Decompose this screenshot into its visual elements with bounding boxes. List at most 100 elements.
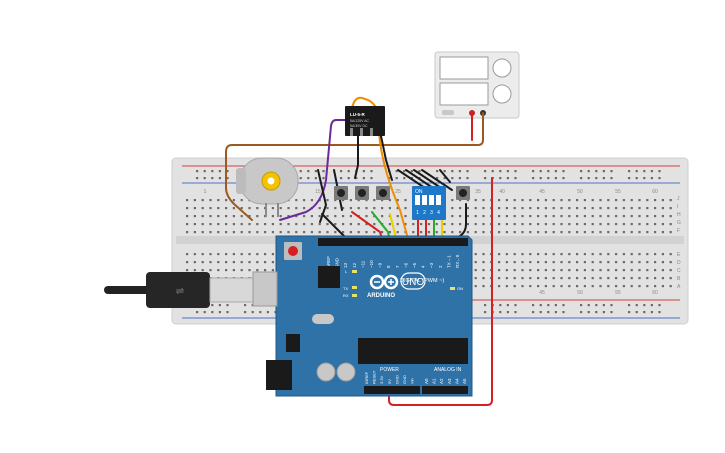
breadboard-hole[interactable] — [646, 269, 649, 272]
breadboard-hole[interactable] — [310, 231, 313, 234]
breadboard-hole[interactable] — [459, 231, 462, 234]
breadboard-hole[interactable] — [654, 285, 657, 288]
breadboard-hole[interactable] — [209, 215, 212, 218]
breadboard-hole[interactable] — [591, 285, 594, 288]
breadboard-hole[interactable] — [412, 231, 415, 234]
breadboard-hole[interactable] — [630, 215, 633, 218]
breadboard-hole[interactable] — [396, 207, 399, 210]
breadboard-hole[interactable] — [622, 199, 625, 202]
breadboard-hole[interactable] — [357, 231, 360, 234]
breadboard-hole[interactable] — [628, 177, 631, 180]
breadboard-hole[interactable] — [650, 177, 653, 180]
breadboard-hole[interactable] — [661, 231, 664, 234]
breadboard-hole[interactable] — [615, 223, 618, 226]
breadboard-hole[interactable] — [514, 311, 517, 314]
breadboard-hole[interactable] — [661, 253, 664, 256]
breadboard-hole[interactable] — [537, 285, 540, 288]
breadboard-hole[interactable] — [248, 223, 251, 226]
breadboard-hole[interactable] — [568, 223, 571, 226]
breadboard-hole[interactable] — [388, 223, 391, 226]
breadboard-hole[interactable] — [186, 207, 189, 210]
breadboard-hole[interactable] — [646, 285, 649, 288]
breadboard-hole[interactable] — [591, 253, 594, 256]
breadboard-hole[interactable] — [451, 215, 454, 218]
breadboard-hole[interactable] — [591, 199, 594, 202]
breadboard-hole[interactable] — [537, 261, 540, 264]
breadboard-hole[interactable] — [201, 199, 204, 202]
breadboard-hole[interactable] — [474, 253, 477, 256]
breadboard-hole[interactable] — [615, 207, 618, 210]
purple-wire[interactable] — [279, 119, 346, 221]
breadboard-hole[interactable] — [240, 215, 243, 218]
breadboard-hole[interactable] — [211, 311, 214, 314]
breadboard-hole[interactable] — [484, 170, 487, 173]
breadboard-hole[interactable] — [482, 223, 485, 226]
breadboard-hole[interactable] — [218, 311, 221, 314]
breadboard-hole[interactable] — [193, 223, 196, 226]
breadboard-hole[interactable] — [318, 207, 321, 210]
breadboard-hole[interactable] — [607, 223, 610, 226]
breadboard-hole[interactable] — [458, 177, 461, 180]
breadboard-hole[interactable] — [211, 177, 214, 180]
breadboard-hole[interactable] — [562, 311, 565, 314]
breadboard-hole[interactable] — [396, 231, 399, 234]
breadboard-hole[interactable] — [217, 253, 220, 256]
breadboard-hole[interactable] — [396, 199, 399, 202]
breadboard-hole[interactable] — [505, 215, 508, 218]
breadboard-hole[interactable] — [568, 261, 571, 264]
breadboard-hole[interactable] — [607, 215, 610, 218]
breadboard-hole[interactable] — [599, 207, 602, 210]
breadboard-hole[interactable] — [266, 311, 269, 314]
breadboard-hole[interactable] — [622, 223, 625, 226]
breadboard-hole[interactable] — [646, 231, 649, 234]
breadboard-hole[interactable] — [622, 207, 625, 210]
breadboard-hole[interactable] — [583, 261, 586, 264]
breadboard-hole[interactable] — [404, 199, 407, 202]
breadboard-hole[interactable] — [669, 253, 672, 256]
breadboard-hole[interactable] — [544, 261, 547, 264]
breadboard-hole[interactable] — [303, 215, 306, 218]
breadboard-hole[interactable] — [349, 223, 352, 226]
breadboard-hole[interactable] — [505, 277, 508, 280]
breadboard-hole[interactable] — [661, 207, 664, 210]
breadboard-hole[interactable] — [661, 199, 664, 202]
breadboard-hole[interactable] — [326, 199, 329, 202]
breadboard-hole[interactable] — [521, 223, 524, 226]
breadboard-hole[interactable] — [244, 311, 247, 314]
breadboard-hole[interactable] — [554, 311, 557, 314]
breadboard-hole[interactable] — [521, 231, 524, 234]
breadboard-hole[interactable] — [580, 170, 583, 173]
breadboard-hole[interactable] — [544, 223, 547, 226]
breadboard-hole[interactable] — [209, 269, 212, 272]
breadboard-hole[interactable] — [466, 199, 469, 202]
breadboard-hole[interactable] — [654, 215, 657, 218]
breadboard-hole[interactable] — [544, 285, 547, 288]
breadboard-hole[interactable] — [256, 253, 259, 256]
breadboard-hole[interactable] — [552, 199, 555, 202]
breadboard-hole[interactable] — [209, 199, 212, 202]
breadboard-hole[interactable] — [568, 207, 571, 210]
breadboard-hole[interactable] — [658, 311, 661, 314]
breadboard-hole[interactable] — [193, 207, 196, 210]
breadboard-hole[interactable] — [279, 223, 282, 226]
breadboard-hole[interactable] — [232, 207, 235, 210]
breadboard-hole[interactable] — [225, 269, 228, 272]
breadboard-hole[interactable] — [349, 207, 352, 210]
breadboard-hole[interactable] — [232, 215, 235, 218]
dip-switch[interactable]: ON 1 2 3 4 — [412, 186, 446, 220]
breadboard-hole[interactable] — [491, 170, 494, 173]
breadboard-hole[interactable] — [226, 170, 229, 173]
breadboard-hole[interactable] — [646, 207, 649, 210]
breadboard-hole[interactable] — [334, 215, 337, 218]
breadboard-hole[interactable] — [599, 215, 602, 218]
power-switch[interactable] — [442, 110, 454, 115]
breadboard-hole[interactable] — [552, 261, 555, 264]
breadboard-hole[interactable] — [474, 231, 477, 234]
breadboard-hole[interactable] — [443, 170, 446, 173]
breadboard-hole[interactable] — [638, 207, 641, 210]
breadboard-hole[interactable] — [576, 277, 579, 280]
breadboard-hole[interactable] — [357, 223, 360, 226]
breadboard-hole[interactable] — [560, 269, 563, 272]
breadboard-hole[interactable] — [669, 231, 672, 234]
breadboard-hole[interactable] — [599, 253, 602, 256]
